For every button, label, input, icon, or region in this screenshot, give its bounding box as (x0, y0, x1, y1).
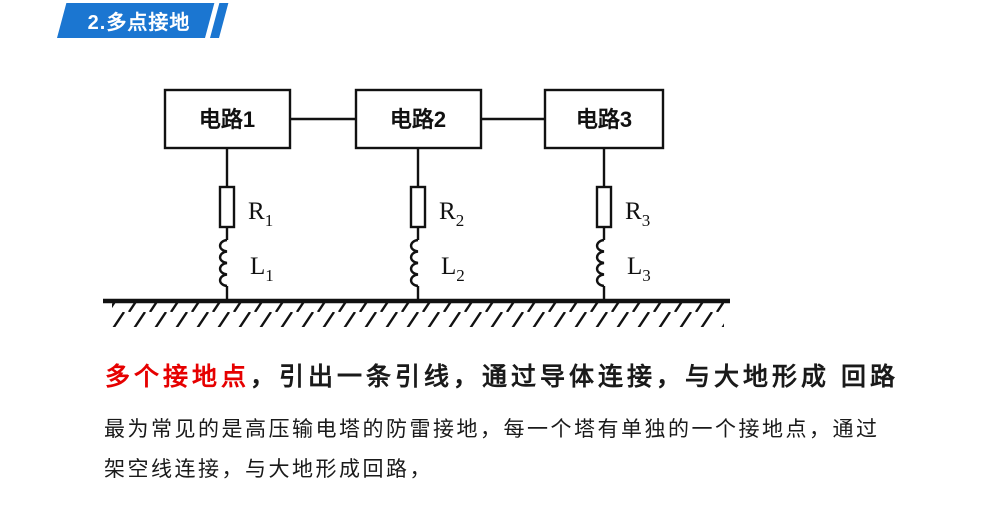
inductor-letter-1: L (250, 253, 265, 280)
inductor-symbol-3 (595, 238, 605, 288)
resistor-label-2: R2 (439, 198, 464, 230)
resistor-symbol-1 (218, 185, 236, 229)
inductor-sub-2: 2 (456, 266, 465, 285)
resistor-sub-2: 2 (456, 211, 465, 230)
caption-line3: 架空线连接，与大地形成回路， (104, 458, 433, 481)
resistor-symbol-3 (595, 185, 613, 229)
resistor-letter-2: R (439, 198, 456, 225)
caption-line2: 最为常见的是高压输电塔的防雷接地，每一个塔有单独的一个接地点，通过 (104, 418, 880, 441)
inductor-letter-3: L (627, 253, 642, 280)
ground-branch-1 (218, 148, 236, 301)
resistor-letter-3: R (625, 198, 642, 225)
inductor-letter-2: L (441, 253, 456, 280)
circuit-diagram: 电路1 电路2 电路3 R1 R2 R3 L1 L2 L3 (103, 88, 730, 327)
resistor-symbol-2 (409, 185, 427, 229)
inductor-label-3: L3 (627, 253, 651, 285)
caption-highlight: 多个接地点 (105, 363, 251, 391)
resistor-sub-1: 1 (265, 211, 274, 230)
resistor-label-1: R1 (248, 198, 273, 230)
circuit-box-label-1: 电路1 (199, 107, 255, 132)
inductor-sub-3: 3 (642, 266, 651, 285)
ground-branch-2 (409, 148, 427, 301)
ground-hatching (112, 303, 724, 327)
caption-line1: 多个接地点，引出一条引线，通过导体连接，与大地形成 回路 (105, 357, 965, 393)
inductor-label-2: L2 (441, 253, 465, 285)
resistor-sub-3: 3 (642, 211, 651, 230)
inductor-label-1: L1 (250, 253, 274, 285)
ground-branch-3 (595, 148, 613, 301)
caption-line1-rest: ，引出一条引线，通过导体连接，与大地形成 回路 (250, 363, 899, 391)
section-title: 2.多点接地 (87, 12, 191, 34)
section-banner: 2.多点接地 (57, 3, 229, 38)
resistor-letter-1: R (248, 198, 265, 225)
inductor-sub-1: 1 (265, 266, 274, 285)
circuit-box-label-2: 电路2 (390, 107, 446, 132)
inductor-symbol-2 (409, 238, 419, 288)
resistor-label-3: R3 (625, 198, 650, 230)
inductor-symbol-1 (218, 238, 228, 288)
circuit-box-label-3: 电路3 (576, 107, 632, 132)
